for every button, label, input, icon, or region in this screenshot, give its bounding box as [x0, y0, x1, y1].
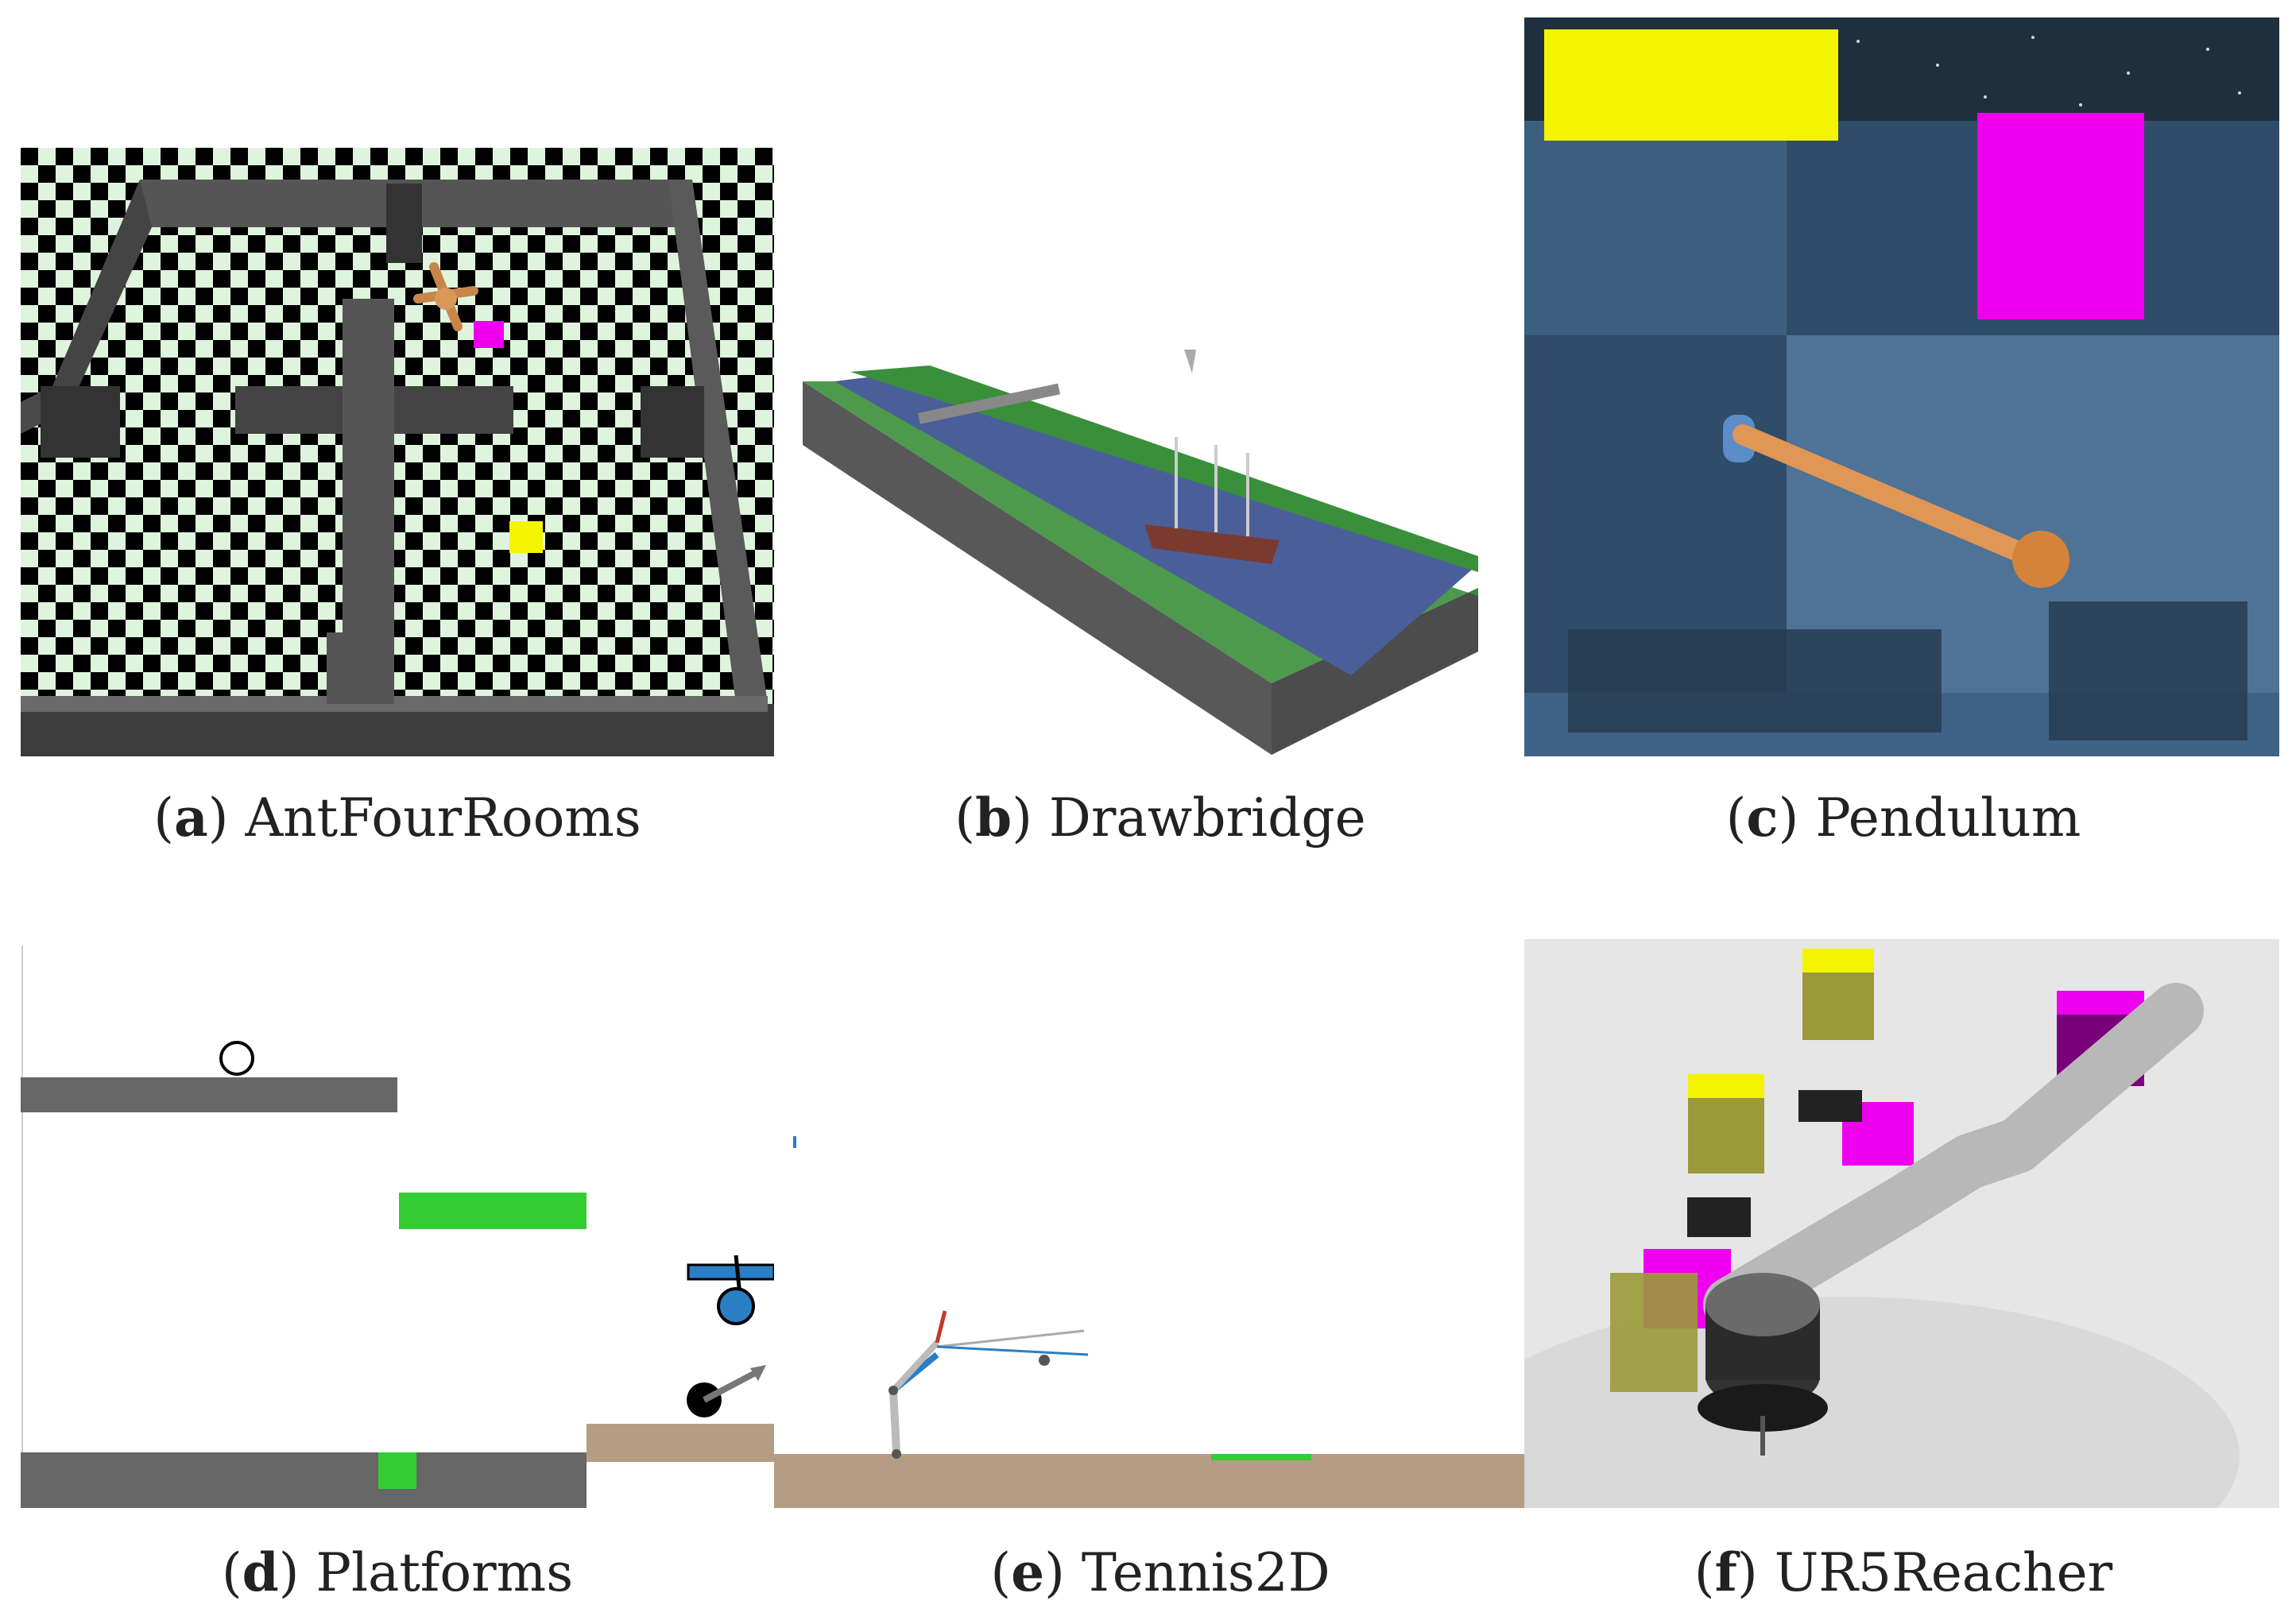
panel-tennis2d: [774, 945, 1524, 1508]
player-circle: [219, 1041, 254, 1076]
land-side: [803, 381, 1272, 755]
green-target: [1211, 1454, 1311, 1460]
yellow-cube-low: [1610, 1273, 1698, 1392]
land-front: [1272, 588, 1478, 755]
tan-step: [587, 1424, 774, 1462]
panel-pendulum: [1524, 17, 2279, 756]
yellow-goal: [509, 521, 543, 553]
platforms-scene: [21, 945, 774, 1508]
drawbridge-scene: [803, 350, 1478, 755]
shadow: [1687, 1197, 1751, 1237]
caption-a: (a) AntFourRooms: [153, 787, 641, 849]
flag: [1184, 350, 1196, 373]
ship: [1144, 437, 1280, 564]
blue-enemy: [687, 1255, 774, 1325]
pendulum-scene: [1524, 17, 2279, 756]
panel-platforms: [21, 945, 774, 1508]
left-wall: [52, 180, 152, 410]
river: [834, 369, 1478, 675]
shadow-right: [2049, 601, 2247, 740]
yellow-goal: [1544, 29, 1838, 141]
tennis-ground: [774, 1454, 1524, 1508]
ant-four-rooms-scene: [21, 148, 774, 756]
caption-c: (c) Pendulum: [1725, 787, 2081, 849]
ball-trajectory: [936, 1329, 1085, 1348]
caption-f: (f) UR5Reacher: [1694, 1541, 2113, 1603]
panel-ant-four-rooms: [21, 148, 774, 756]
velocity-arrow: [703, 1367, 761, 1403]
green-platform: [399, 1193, 587, 1229]
stars: [1856, 36, 2241, 106]
inner-wall-top-stub: [386, 184, 422, 263]
caption-d: (d) Platforms: [221, 1541, 574, 1603]
inner-wall-left-stub: [41, 386, 120, 458]
panel-drawbridge: [803, 334, 1486, 763]
bridge: [918, 383, 1060, 424]
ant-agent: [413, 262, 478, 331]
grass-far: [850, 365, 1478, 572]
green-block: [378, 1452, 416, 1489]
inner-wall-bottom-stub: [327, 632, 374, 704]
inner-wall-right-stub: [641, 386, 704, 458]
caption-e: (e) Tennis2D: [990, 1541, 1330, 1603]
magenta-goal: [1977, 113, 2144, 319]
tennis-ball: [1039, 1355, 1050, 1366]
shadow-left: [1568, 629, 1942, 733]
tennis2d-scene: [774, 945, 1524, 1508]
ur5reacher-scene: [1524, 939, 2279, 1508]
robot-arm-link: [1703, 983, 2204, 1332]
caption-b: (b) Drawbridge: [954, 787, 1366, 849]
magenta-goal: [474, 321, 504, 348]
pendulum-rod: [1733, 424, 2043, 568]
robot-arm: [889, 1310, 947, 1459]
pendulum-bob: [2012, 531, 2069, 588]
bottom-wall: [21, 704, 774, 756]
top-left-platform: [21, 1077, 397, 1112]
right-wall: [668, 180, 768, 704]
ground-left: [21, 1452, 587, 1508]
panel-ur5reacher: [1524, 939, 2279, 1508]
